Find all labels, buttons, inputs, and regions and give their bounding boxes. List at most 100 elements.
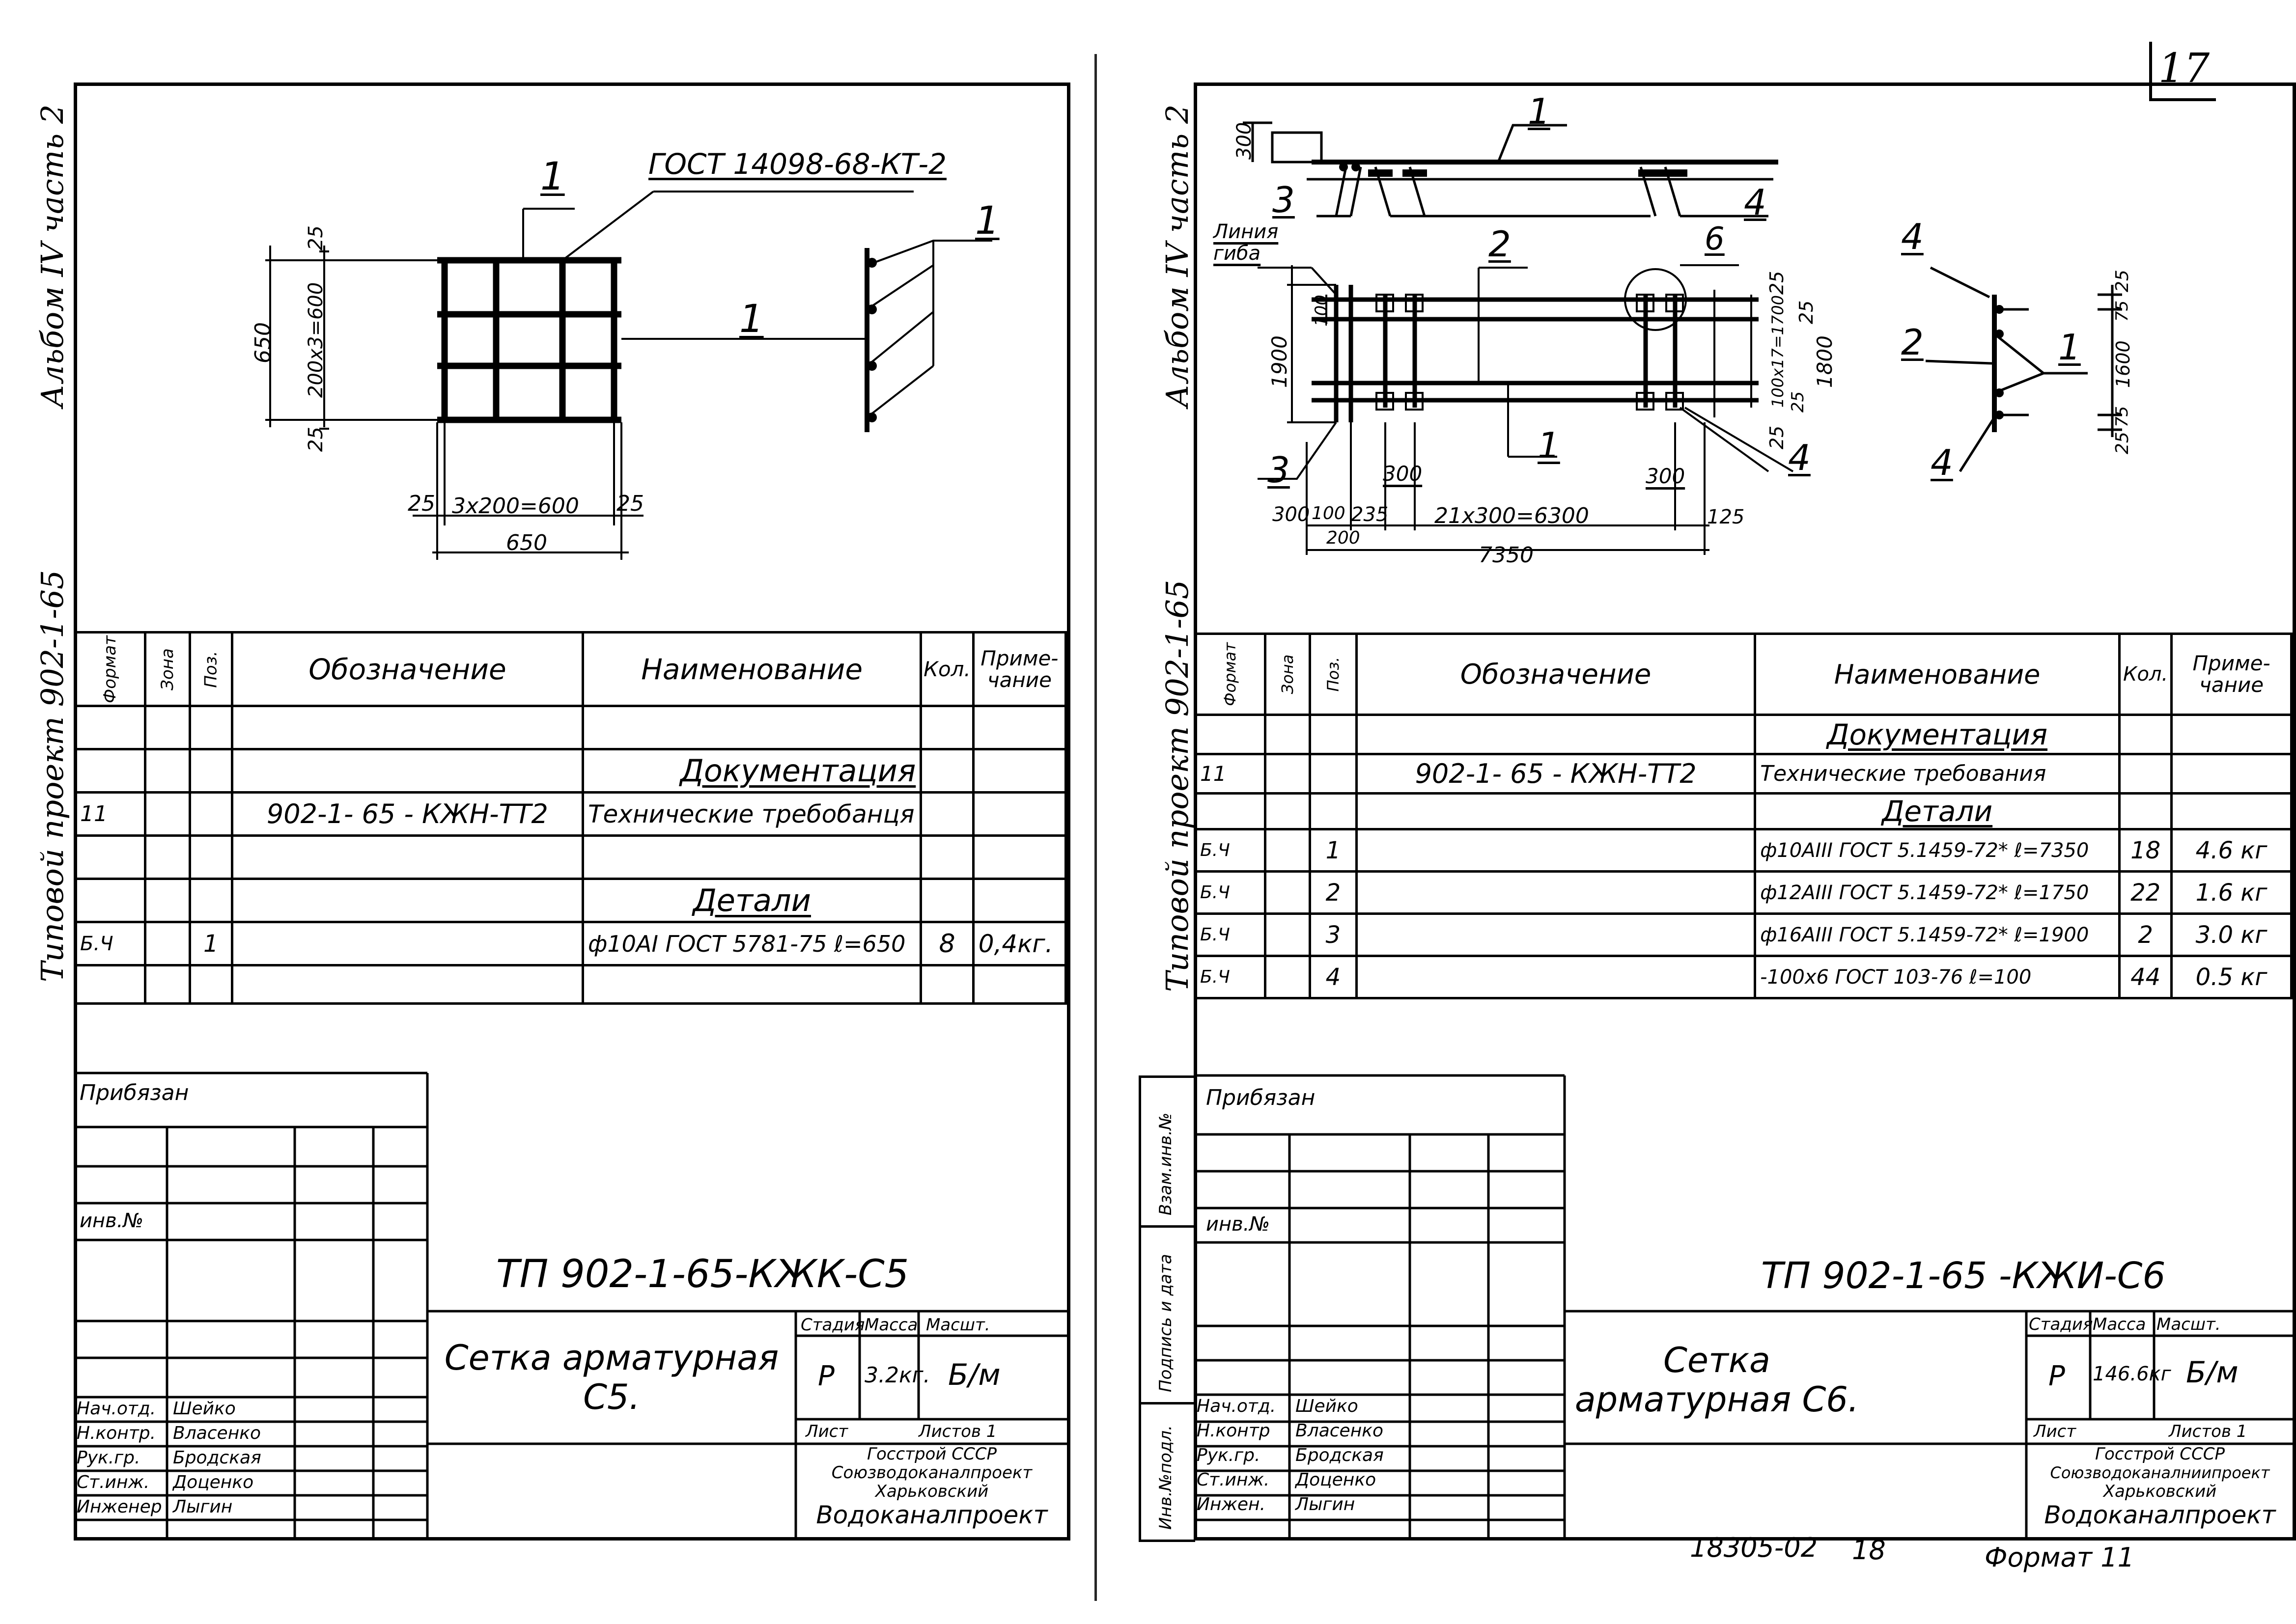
mass-value: 146.6кг — [2093, 1363, 2171, 1385]
r-d75a: 75 — [2112, 300, 2132, 322]
bottom-sheet: 18 — [1852, 1535, 1886, 1566]
left-dim-650-h: 650 — [506, 530, 547, 555]
org-line-1: Госстрой СССР — [867, 1444, 997, 1464]
r-d300: 300 — [1233, 122, 1256, 160]
r-p1a: 1 — [1528, 91, 1550, 132]
cell-format: 11 — [74, 791, 146, 837]
r-d75b: 75 — [2112, 406, 2132, 427]
stage-header: Стадия — [801, 1315, 865, 1335]
mass-value: 3.2кг. — [865, 1363, 930, 1388]
org-line-1: Госстрой СССР — [2095, 1444, 2225, 1464]
left-binding-block: Прибязан инв.№ Нач.отд.Шейко Н.контр.Вла… — [74, 1072, 429, 1540]
left-doc-code: ТП 902-1-65-КЖК-С5 — [496, 1252, 909, 1296]
r-d25e: 25 — [2112, 270, 2132, 292]
cell-pos: 3 — [1308, 912, 1358, 957]
r-p4a: 4 — [1744, 182, 1766, 223]
th-designation: Обозначение — [230, 631, 585, 707]
r-d21x300: 21х300=6300 — [1434, 503, 1589, 528]
r-p4c: 4 — [1901, 216, 1924, 257]
r-p3a: 3 — [1272, 179, 1295, 220]
stage-value: Р — [818, 1360, 835, 1392]
cell-designation: 902-1- 65 - КЖН-ТТ2 — [230, 791, 585, 837]
cell-qty: 2 — [2118, 912, 2173, 957]
lists-label: Листов 1 — [2169, 1422, 2247, 1441]
stage-value: Р — [2048, 1360, 2065, 1392]
org-line-2: Союзводоканалпроект — [831, 1463, 1033, 1483]
right-side-strip: Взам.инв.№ Подпись и дата Инв.№подл. — [1139, 1075, 1195, 1542]
r-d235: 235 — [1351, 503, 1389, 526]
left-drawing-name: Сетка арматурная С5. — [444, 1338, 779, 1417]
left-dim-650-v: 650 — [251, 322, 276, 363]
fold-line — [1094, 54, 1097, 1601]
person-row: Рук.гр.Бродская — [1197, 1445, 1384, 1465]
th-zone: Зона — [1263, 633, 1311, 716]
org-line-4: Водоканалпроект — [816, 1501, 1048, 1529]
th-note: Приме- чание — [972, 631, 1067, 707]
r-p4d: 4 — [1931, 442, 1953, 483]
left-pos1-c: 1 — [739, 297, 764, 341]
org-line-3: Харьковский — [2103, 1482, 2217, 1501]
r-d100: 100 — [1312, 295, 1331, 327]
table-row: 11 902-1- 65 - КЖН-ТТ2 Технические требо… — [74, 791, 1067, 837]
right-drawing — [1243, 121, 2122, 555]
table-row: 11 902-1- 65 - КЖН-ТТ2 Технические требо… — [1194, 753, 2293, 795]
right-org: Госстрой СССР Союзводоканалниипроект Хар… — [2027, 1445, 2293, 1529]
strip-label-1: Взам.инв.№ — [1156, 1112, 1176, 1215]
r-d1900: 1900 — [1267, 335, 1291, 388]
left-title-main: ТП 902-1-65-КЖК-С5 Сетка арматурная С5. … — [427, 1233, 1067, 1540]
scale-header: Масшт. — [2156, 1315, 2221, 1334]
cell-name: ф16АIII ГОСТ 5.1459-72* ℓ=1900 — [1754, 912, 2121, 957]
left-pos1-b: 1 — [975, 199, 1000, 243]
cell-name: Технические требобанця — [581, 791, 923, 837]
left-dim-25-top: 25 — [305, 225, 327, 250]
r-d25c: 25 — [1788, 391, 1808, 413]
org-line-2: Союзводоканалниипроект — [2050, 1463, 2270, 1482]
cell-format: Б.Ч — [1194, 955, 1266, 999]
cell-name: -100х6 ГОСТ 103-76 ℓ=100 — [1754, 955, 2121, 999]
left-drawing — [265, 191, 992, 560]
mass-header: Масса — [2093, 1315, 2146, 1334]
inv-no-label: инв.№ — [1206, 1213, 1270, 1236]
strip-label-2: Подпись и дата — [1156, 1254, 1176, 1392]
th-note: Приме- чание — [2170, 633, 2293, 716]
r-d25f: 25 — [2112, 432, 2132, 454]
r-d1800: 1800 — [1813, 335, 1837, 388]
person-row: Ст.инж.Доценко — [1197, 1470, 1376, 1490]
th-pos: Поз. — [188, 631, 233, 707]
table-row: Б.Ч 3 ф16АIII ГОСТ 5.1459-72* ℓ=1900 2 3… — [1194, 912, 2293, 957]
th-zone: Зона — [143, 631, 191, 707]
left-dim-25-bot: 25 — [305, 427, 327, 452]
left-spec-table: Формат Зона Поз. Обозначение Наименовани… — [74, 631, 1067, 1005]
r-p1c: 1 — [2058, 327, 2081, 368]
cell-note: 1.6 кг — [2170, 870, 2293, 915]
r-d1600: 1600 — [2112, 340, 2134, 388]
cell-name: ф12АIII ГОСТ 5.1459-72* ℓ=1750 — [1754, 870, 2121, 915]
strip-label-3: Инв.№подл. — [1156, 1425, 1176, 1530]
section-docs: Документация — [581, 748, 923, 794]
r-d100x17: 100х17=1700 — [1768, 295, 1787, 408]
th-name: Наименование — [1754, 633, 2121, 716]
cell-format: Б.Ч — [1194, 912, 1266, 957]
left-dim-200x3: 200х3=600 — [305, 282, 327, 398]
th-format: Формат — [74, 631, 146, 707]
mass-header: Масса — [865, 1315, 918, 1335]
cell-format: Б.Ч — [74, 921, 146, 966]
bottom-format: Формат 11 — [1985, 1542, 2134, 1573]
inv-no-label: инв.№ — [80, 1210, 144, 1232]
r-d100b: 100 — [1312, 503, 1345, 523]
right-spec-table: Формат Зона Поз. Обозначение Наименовани… — [1194, 633, 2293, 999]
org-line-4: Водоканалпроект — [2044, 1501, 2276, 1529]
th-qty: Кол. — [920, 631, 975, 707]
left-dim-25-r: 25 — [616, 491, 644, 516]
cell-name: Технические требования — [1754, 753, 2121, 795]
r-d125: 125 — [1707, 506, 1745, 528]
cell-note: 4.6 кг — [2170, 828, 2293, 873]
table-row: Б.Ч 4 -100х6 ГОСТ 103-76 ℓ=100 44 0.5 кг — [1194, 955, 2293, 999]
cell-qty: 18 — [2118, 828, 2173, 873]
cell-note: 3.0 кг — [2170, 912, 2293, 957]
privyazan-label: Прибязан — [80, 1080, 189, 1105]
section-details: Детали — [1754, 792, 2121, 830]
th-qty: Кол. — [2118, 633, 2173, 716]
